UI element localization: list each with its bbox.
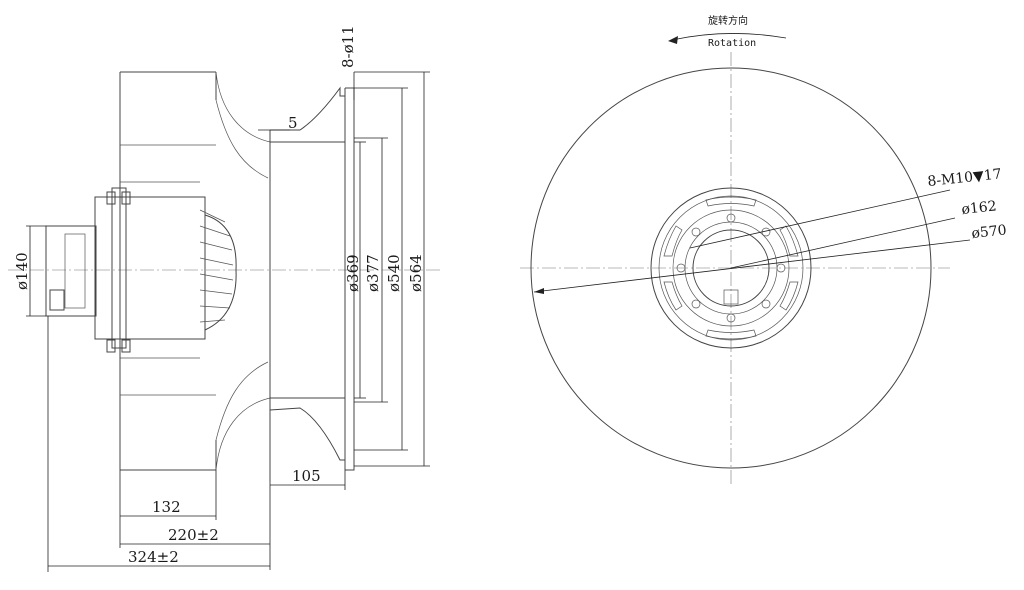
impeller-outer-circle <box>530 67 932 469</box>
inlet-ring-bottom <box>269 397 346 461</box>
front-view: 旋转方向 Rotation <box>520 14 1007 485</box>
dim-dia-369: ø369 <box>344 254 362 292</box>
inlet-ring-top <box>269 86 346 143</box>
bolt <box>121 339 131 353</box>
dim-dia-564: ø564 <box>407 254 425 292</box>
motor-flange <box>111 187 127 349</box>
bolt <box>106 191 116 205</box>
dim-bolt-holes: 8-ø11 <box>339 25 357 68</box>
rotation-label-en: Rotation <box>708 38 756 49</box>
motor-body <box>94 196 206 340</box>
hub <box>650 187 812 349</box>
dim-dia-377: ø377 <box>364 254 382 292</box>
dim-len-324: 324±2 <box>128 548 179 566</box>
dim-dia-140: ø140 <box>13 252 31 290</box>
inlet-flange-edge <box>345 87 355 471</box>
rotation-arrow <box>671 33 787 41</box>
leader-arrowhead <box>534 288 544 294</box>
label-dia-570: ø570 <box>971 222 1008 242</box>
bolt <box>106 339 116 353</box>
shroud-curve-bottom <box>215 397 271 471</box>
cable-gland <box>49 289 65 311</box>
rotation-label-cn: 旋转方向 <box>708 14 748 27</box>
dim-inlet-depth: 105 <box>292 467 321 485</box>
bolt <box>121 191 131 205</box>
vertical-diameter-dims <box>354 71 430 467</box>
dim-gap: 5 <box>288 114 298 132</box>
terminal-cover <box>64 233 86 309</box>
dim-dia-540: ø540 <box>385 254 403 292</box>
motor-rotor <box>204 214 237 331</box>
leader-thread <box>689 189 951 249</box>
blade-curve-top <box>215 99 269 179</box>
motor-fins <box>199 209 234 323</box>
terminal-box <box>45 225 97 317</box>
label-dia-162: ø162 <box>961 198 998 218</box>
blade-curve-bottom <box>215 361 269 441</box>
side-view: 8-ø11 5 ø369 ø377 ø540 ø564 ø140 <box>8 25 440 572</box>
shroud-curve-top <box>215 71 271 143</box>
rotation-arrowhead <box>668 36 678 44</box>
dim-len-132: 132 <box>152 498 181 516</box>
dim-len-220: 220±2 <box>168 526 219 544</box>
impeller-backplate <box>119 71 216 471</box>
leader-dia-162 <box>730 217 956 269</box>
leader-dia-570 <box>533 239 971 293</box>
label-thread: 8-M10▼17 <box>927 166 1003 190</box>
